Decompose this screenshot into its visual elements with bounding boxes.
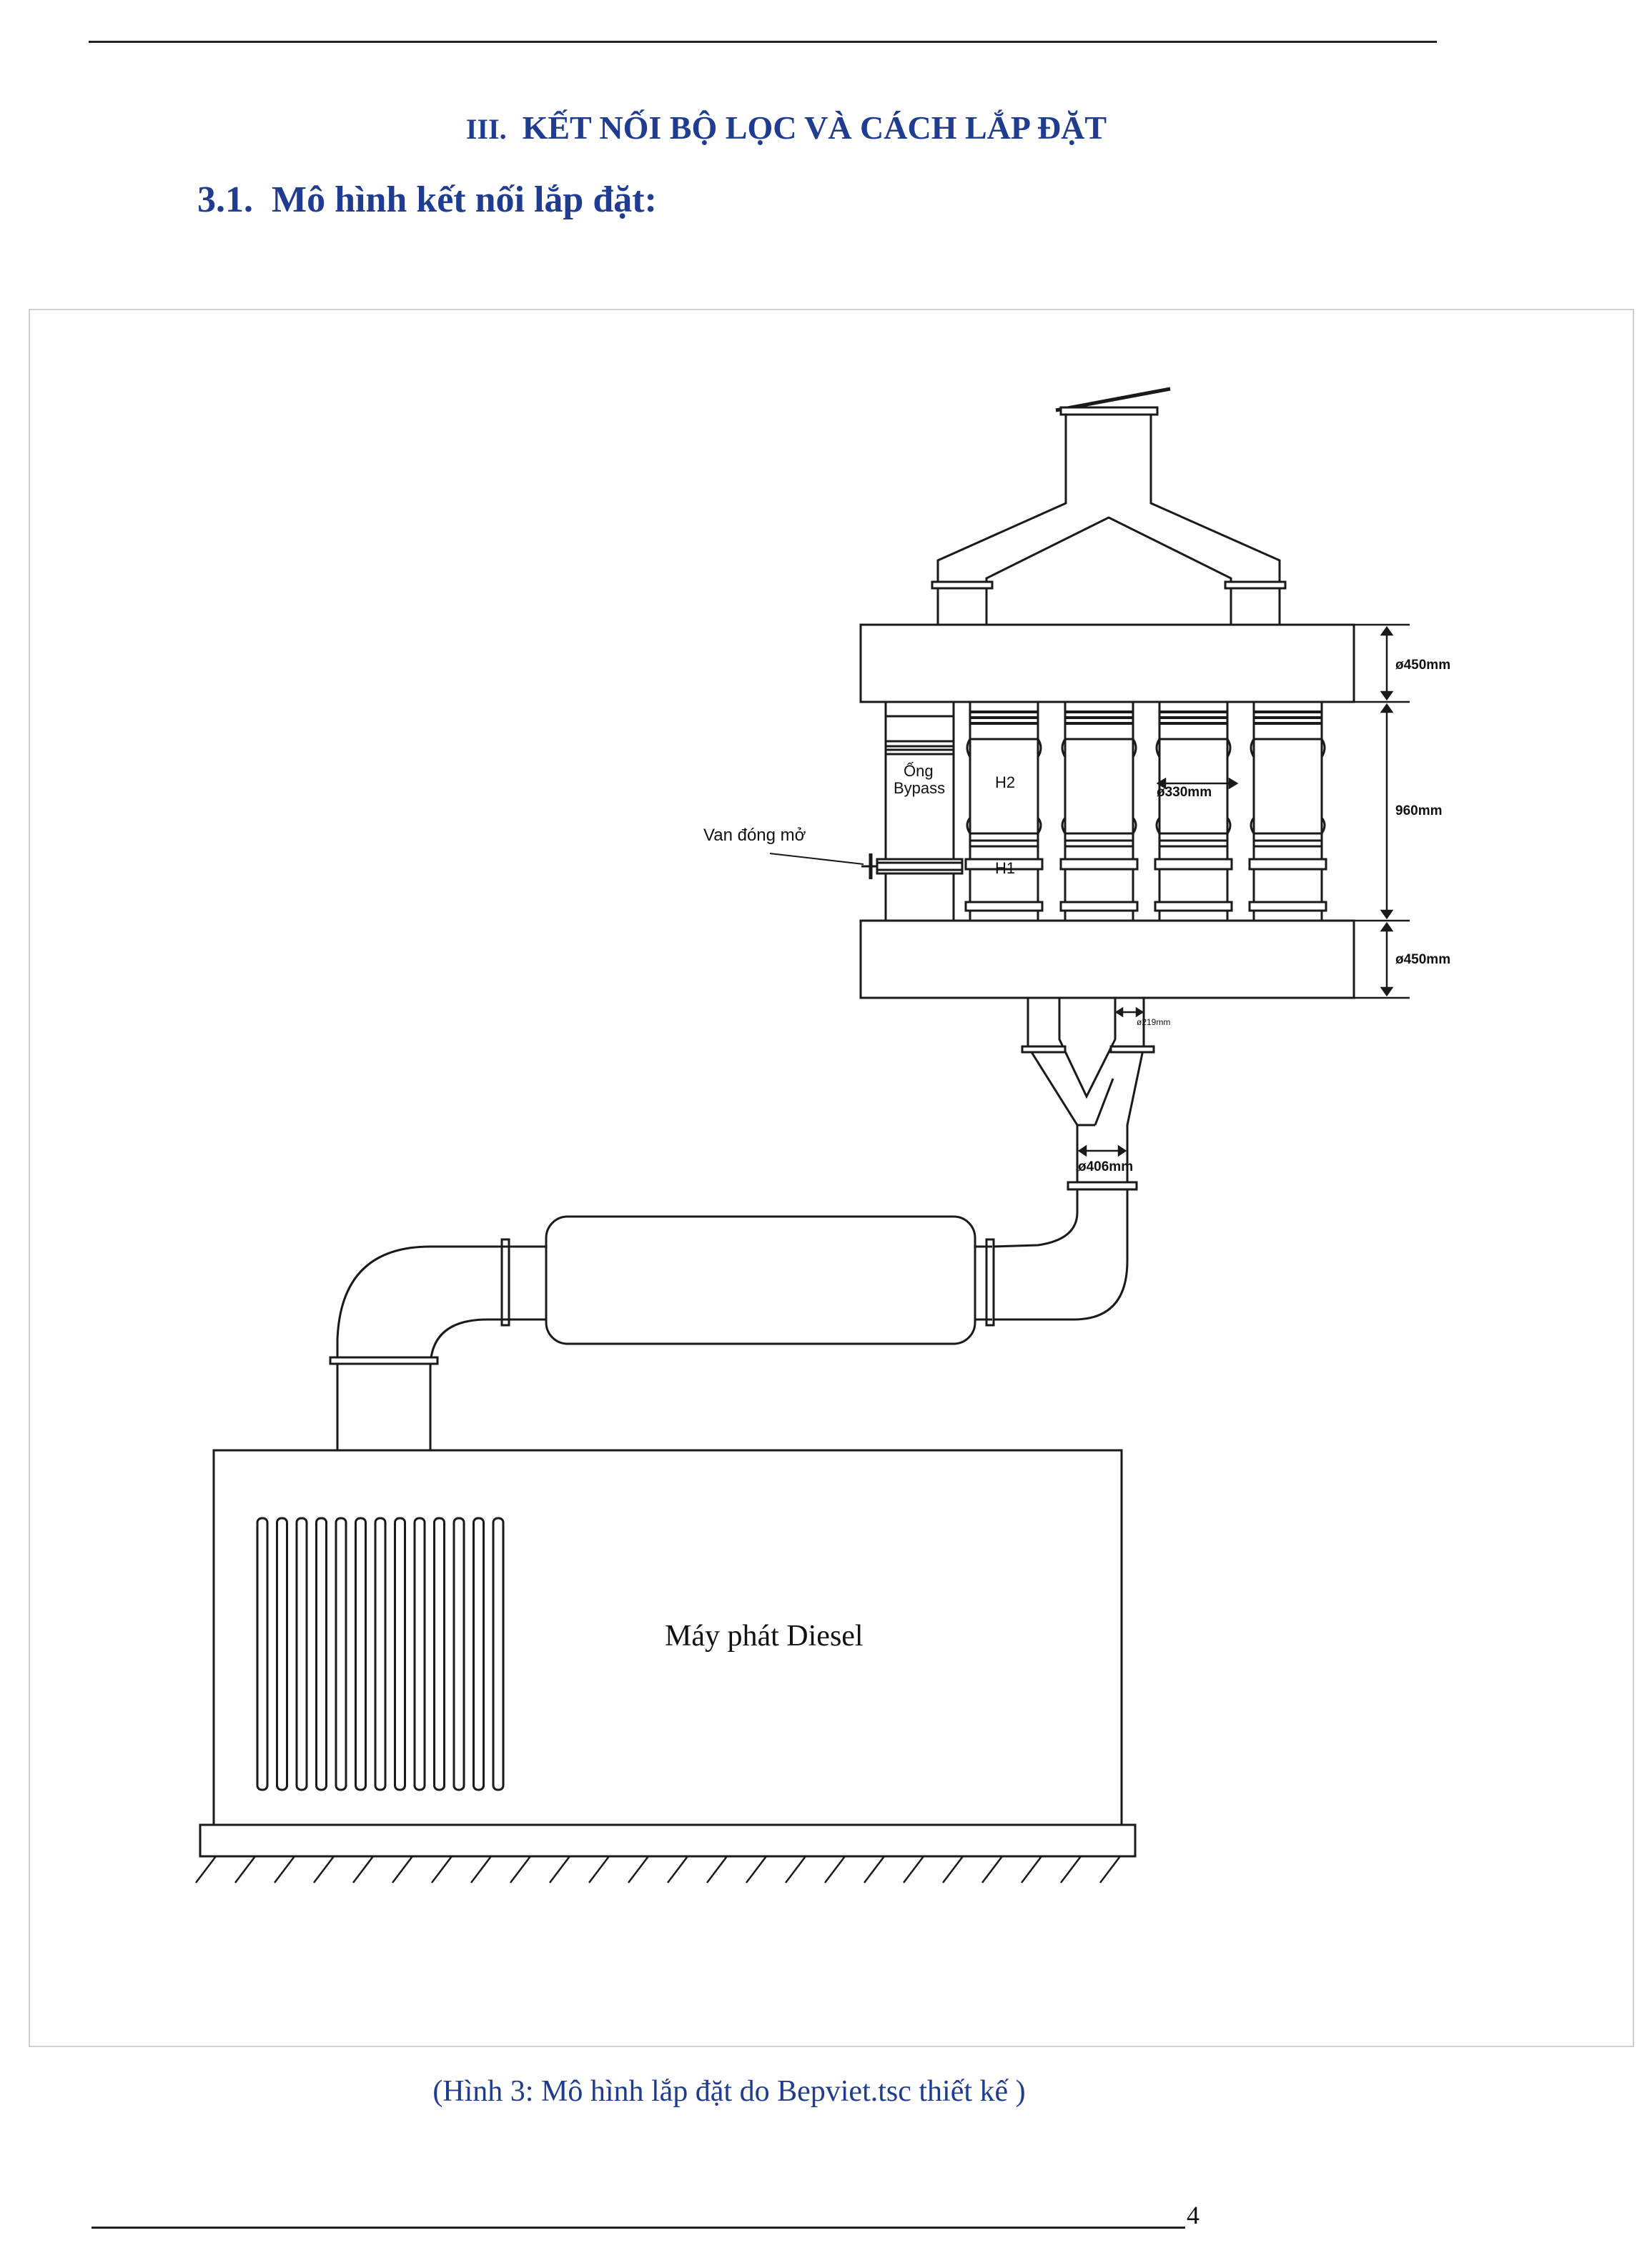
footer-rule	[91, 2227, 1185, 2229]
hatch-line	[352, 1856, 374, 1883]
grille-slot	[492, 1517, 505, 1791]
subsection-heading: 3.1. Mô hình kết nối lắp đặt:	[197, 179, 657, 221]
generator-label: Máy phát Diesel	[665, 1620, 864, 1653]
hatch-line	[470, 1856, 492, 1883]
grille-slot	[374, 1517, 387, 1791]
outlet-y-pipe	[1021, 996, 1155, 1182]
hatch-line	[824, 1856, 846, 1883]
grille-slot	[473, 1517, 485, 1791]
grille-slot	[433, 1517, 445, 1791]
filter-h1-label: H1	[995, 859, 1015, 877]
bottom-header-box	[859, 919, 1355, 999]
grille-slot	[452, 1517, 465, 1791]
radiator-grille	[256, 1517, 505, 1791]
hatch-line	[903, 1856, 924, 1883]
ground-hatch	[195, 1856, 1121, 1883]
hatch-line	[431, 1856, 452, 1883]
dim-filter-height: 960mm	[1395, 803, 1443, 818]
dim-filter-diameter: ø330mm	[1157, 785, 1212, 800]
exhaust-stack	[931, 387, 1287, 625]
hatch-line	[1021, 1856, 1042, 1883]
hatch-line	[667, 1856, 688, 1883]
filter-cartridge	[1059, 700, 1139, 922]
subsection-number: 3.1.	[197, 179, 253, 220]
hatch-line	[392, 1856, 413, 1883]
page-number: 4	[1187, 2201, 1200, 2229]
filter-cartridge	[1154, 700, 1233, 922]
grille-slot	[256, 1517, 269, 1791]
filter-cartridge	[1248, 700, 1327, 922]
hatch-line	[1060, 1856, 1082, 1883]
muffler-flanges	[500, 1238, 995, 1327]
hatch-line	[195, 1856, 217, 1883]
header-rule	[89, 41, 1437, 43]
dim-main-pipe: ø406mm	[1078, 1159, 1133, 1174]
section-number: III.	[465, 113, 507, 145]
dim-top-box: ø450mm	[1395, 658, 1450, 673]
figure-caption: (Hình 3: Mô hình lắp đặt do Bepviet.tsc …	[432, 2075, 1026, 2108]
valve-label: Van đóng mở	[703, 826, 806, 845]
hatch-line	[785, 1856, 806, 1883]
hatch-line	[746, 1856, 767, 1883]
valve	[769, 853, 964, 879]
hatch-line	[234, 1856, 256, 1883]
hatch-line	[313, 1856, 335, 1883]
hatch-line	[942, 1856, 964, 1883]
muffler	[545, 1215, 976, 1345]
grille-slot	[355, 1517, 367, 1791]
inlet-elbow	[329, 1245, 546, 1450]
filter-cartridge	[964, 700, 1044, 922]
hatch-line	[1099, 1856, 1121, 1883]
bypass-label-line1: Ống	[904, 761, 934, 780]
bypass-label-line2: Bypass	[894, 779, 945, 797]
hatch-line	[274, 1856, 295, 1883]
grille-slot	[394, 1517, 406, 1791]
section-heading: III. KẾT NỐI BỘ LỌC VÀ CÁCH LẮP ĐẶT	[0, 109, 1573, 147]
grille-slot	[295, 1517, 308, 1791]
hatch-line	[981, 1856, 1003, 1883]
hatch-line	[628, 1856, 649, 1883]
hatch-line	[510, 1856, 531, 1883]
hatch-line	[864, 1856, 885, 1883]
hatch-line	[549, 1856, 570, 1883]
grille-slot	[315, 1517, 327, 1791]
figure-frame: Ống Bypass H2 H1 Van đóng mở ø450mm 960m…	[29, 309, 1634, 2047]
installation-diagram: Ống Bypass H2 H1 Van đóng mở ø450mm 960m…	[195, 387, 1450, 1883]
subsection-title: Mô hình kết nối lắp đặt:	[272, 179, 657, 220]
dim-bottom-box: ø450mm	[1395, 952, 1450, 967]
grille-slot	[335, 1517, 347, 1791]
section-title: KẾT NỐI BỘ LỌC VÀ CÁCH LẮP ĐẶT	[522, 109, 1107, 146]
hatch-line	[706, 1856, 728, 1883]
hatch-line	[588, 1856, 610, 1883]
generator-base	[199, 1823, 1137, 1858]
main-pipe	[991, 1181, 1138, 1321]
grille-slot	[413, 1517, 426, 1791]
bypass-pipe	[884, 700, 955, 922]
top-header-box	[859, 623, 1355, 703]
dim-outlet-pipe: ø219mm	[1137, 1017, 1170, 1027]
grille-slot	[276, 1517, 288, 1791]
filter-h2-label: H2	[995, 773, 1015, 791]
